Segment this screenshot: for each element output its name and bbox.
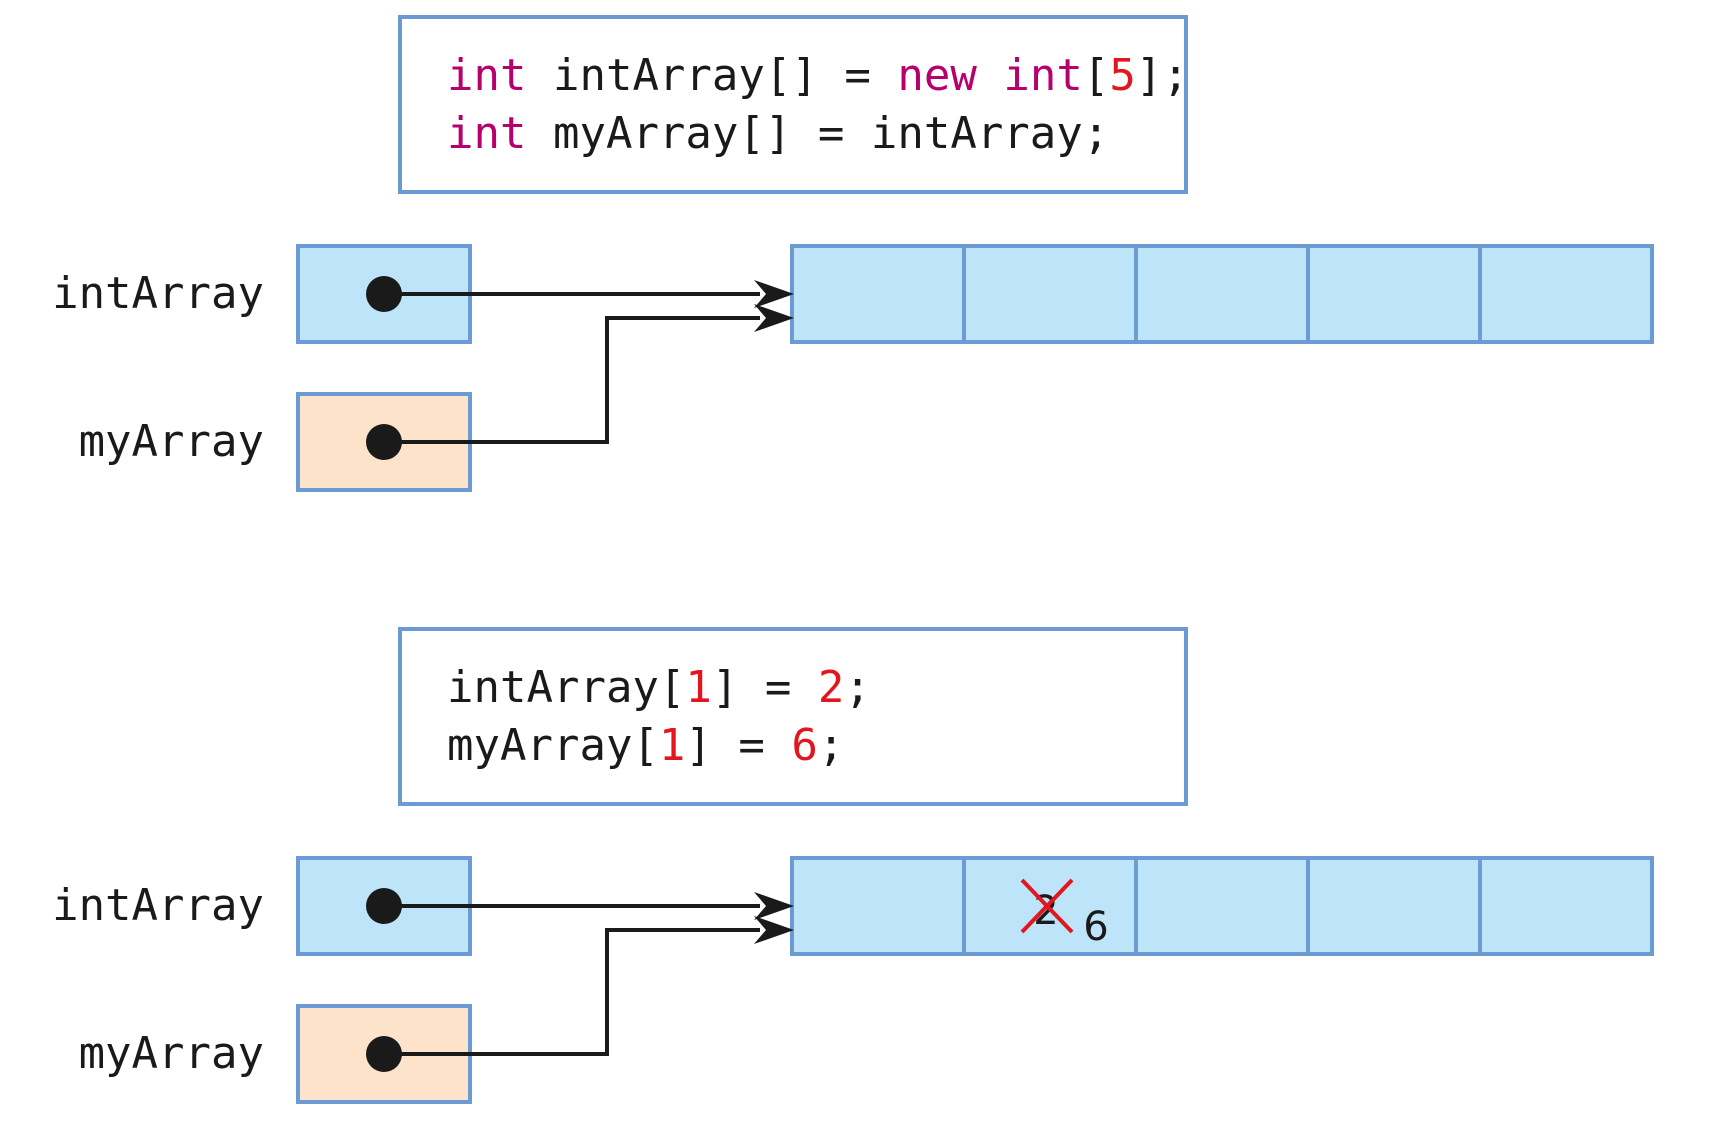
code-token: 1 [685,662,712,713]
code-token: int [447,50,526,101]
array-cell [1306,856,1482,956]
code-line: intArray[1] = 2; [447,662,871,713]
code-box [398,15,1188,194]
arrowhead-icon [754,280,794,308]
pointer-dot [366,888,402,924]
code-line: int intArray[] = new int[5]; [447,50,1189,101]
code-token: ]; [1136,50,1189,101]
code-token: intArray[ [447,662,685,713]
array-cell [962,244,1138,344]
arrowhead-icon [754,916,794,944]
pointer-dot [366,424,402,460]
pointer-dot [366,1036,402,1072]
arrowhead-icon [754,304,794,332]
array-cell [1478,244,1654,344]
code-token: ] = [685,720,791,771]
code-token: myArray[] = intArray; [526,108,1109,159]
strikethrough-mark [1020,878,1074,934]
my-array-pointer [384,928,760,1056]
panel-2: intArray[1] = 2;myArray[1] = 6;intArraym… [52,627,1654,1104]
code-line: myArray[1] = 6; [447,720,844,771]
code-token [977,50,1004,101]
array-cell [1306,244,1482,344]
code-token: 5 [1109,50,1136,101]
code-token: intArray[] = [526,50,897,101]
code-token: [ [1083,50,1110,101]
array-cell [1134,856,1310,956]
arrowhead-icon [754,892,794,920]
code-token: 1 [659,720,686,771]
my-array-label: myArray [79,416,264,467]
array-cell [1134,244,1310,344]
code-token: int [1003,50,1082,101]
code-token: ; [818,720,845,771]
new-value: 6 [1083,904,1108,950]
code-token: int [447,108,526,159]
code-token: ; [844,662,871,713]
array-cell [790,856,966,956]
pointer-dot [366,276,402,312]
panel-1: int intArray[] = new int[5];int myArray[… [52,15,1654,492]
code-token: 2 [818,662,845,713]
array-cell [790,244,966,344]
my-array-pointer [384,316,760,444]
array-cell [1478,856,1654,956]
code-box [398,627,1188,806]
code-token: new [897,50,977,101]
my-array-label: myArray [79,1028,264,1079]
int-array-label: intArray [52,268,264,319]
int-array-label: intArray [52,880,264,931]
code-token: 6 [791,720,818,771]
code-token: ] = [712,662,818,713]
code-token: myArray[ [447,720,659,771]
code-line: int myArray[] = intArray; [447,108,1109,159]
